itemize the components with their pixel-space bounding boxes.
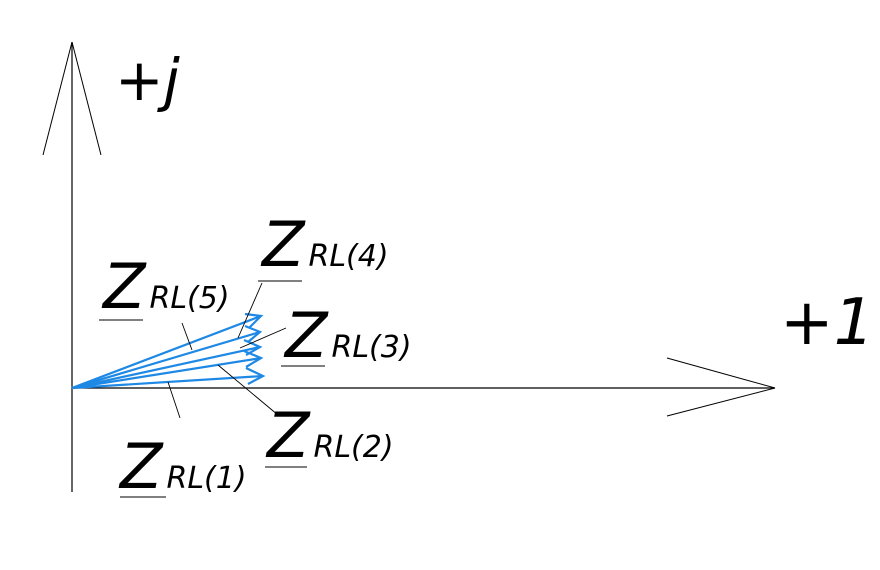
label-z-rl1-subscript: RL(1) <box>166 461 246 496</box>
phasor-rl3-arrowhead <box>243 338 263 356</box>
phasor-rl1 <box>71 367 266 390</box>
label-z-rl3-subscript: RL(3) <box>331 330 411 365</box>
phasor-rl3-line <box>71 345 261 390</box>
label-z-rl2-subscript: RL(2) <box>313 430 393 465</box>
real-axis-arrow-bottom <box>666 387 776 417</box>
phasor-rl5 <box>71 312 264 390</box>
imaginary-axis-arrow-left <box>42 41 73 156</box>
real-axis-arrow-top <box>666 357 776 389</box>
real-axis-label: +1 <box>780 286 874 360</box>
label-z-rl2-symbol: Z <box>265 399 311 472</box>
label-z-rl3-symbol: Z <box>283 299 329 372</box>
imaginary-axis: +j <box>42 41 181 492</box>
phasor-rl1-line <box>71 374 264 390</box>
phasor-group <box>71 312 266 390</box>
leader-line-rl4 <box>237 282 263 339</box>
imaginary-axis-label: +j <box>115 46 181 114</box>
real-axis: +1 <box>72 286 874 417</box>
phasor-rl2-line <box>71 356 262 390</box>
label-z-rl4-symbol: Z <box>260 208 306 281</box>
label-z-rl5-symbol: Z <box>101 250 147 323</box>
leader-line-rl2 <box>217 364 279 416</box>
label-z-rl1-symbol: Z <box>118 430 164 503</box>
imaginary-axis-arrow-right <box>71 41 102 156</box>
phasor-rl3 <box>71 338 263 390</box>
phasor-rl1-arrowhead <box>245 367 266 385</box>
leader-line-rl5 <box>181 322 193 351</box>
label-z-rl5-subscript: RL(5) <box>149 281 229 316</box>
label-z-rl4-subscript: RL(4) <box>308 239 388 274</box>
leader-lines <box>167 282 287 419</box>
leader-line-rl1 <box>167 381 181 419</box>
phasor-rl4-line <box>71 330 261 390</box>
phasor-rl5-arrowhead <box>244 312 264 329</box>
leader-line-rl3 <box>239 327 287 349</box>
phasor-rl5-line <box>71 314 262 390</box>
